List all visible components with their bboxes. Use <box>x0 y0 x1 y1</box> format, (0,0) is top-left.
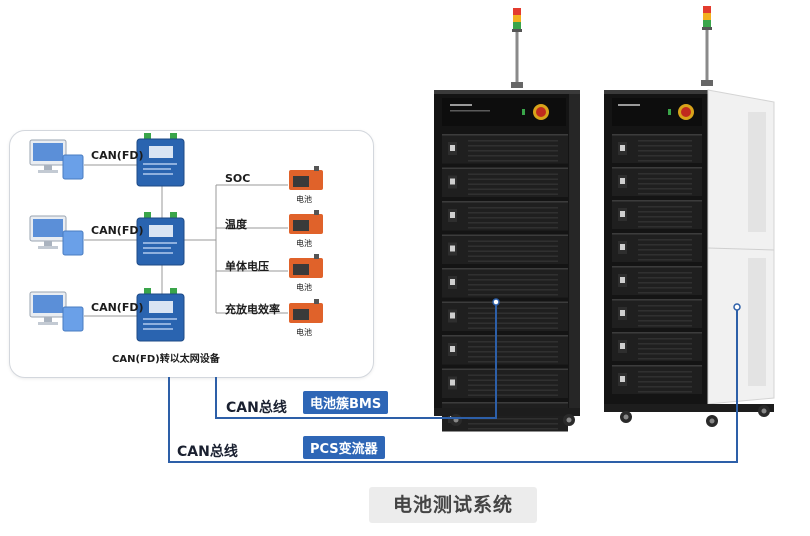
network-connections <box>84 164 288 317</box>
battery-cluster-cabinet <box>434 8 580 432</box>
can-bus-label-upper: CAN总线 <box>226 400 287 416</box>
computer-icon <box>29 215 84 256</box>
battery-icon <box>289 254 323 278</box>
rack-module <box>442 368 568 398</box>
can-fd-link-label: CAN(FD) <box>91 301 144 314</box>
rack-module <box>442 402 568 432</box>
rack-module <box>442 134 568 164</box>
pcs-module-stack <box>612 134 702 394</box>
can-converter-icon <box>136 288 185 342</box>
output-label-temperature: 温度 <box>225 218 247 231</box>
can-fd-link-label: CAN(FD) <box>91 149 144 162</box>
battery-icon <box>289 299 323 323</box>
rack-module <box>442 335 568 365</box>
can-converter-icon <box>136 212 185 266</box>
rack-module <box>442 234 568 264</box>
computer-icon <box>29 291 84 332</box>
battery-module-stack <box>442 134 568 432</box>
pcs-cabinet <box>604 6 775 427</box>
battery-icon <box>289 210 323 234</box>
can-bus-label-lower: CAN总线 <box>177 444 238 460</box>
output-label-soc: SOC <box>225 172 251 185</box>
output-label-efficiency: 充放电效率 <box>225 303 280 316</box>
output-label-cell-voltage: 单体电压 <box>225 260 269 273</box>
battery-label: 电池 <box>296 283 312 292</box>
can-converter-icon <box>136 133 185 187</box>
system-caption: 电池测试系统 <box>369 487 537 523</box>
rack-module <box>442 268 568 298</box>
battery-label: 电池 <box>296 239 312 248</box>
can-fd-link-label: CAN(FD) <box>91 224 144 237</box>
rack-module <box>442 201 568 231</box>
computer-icon <box>29 139 84 180</box>
device-caption: CAN(FD)转以太网设备 <box>112 354 220 365</box>
pcs-tag: PCS变流器 <box>303 436 385 459</box>
battery-label: 电池 <box>296 195 312 204</box>
bms-tag: 电池簇BMS <box>303 391 389 414</box>
rack-module <box>442 301 568 331</box>
battery-label: 电池 <box>296 328 312 337</box>
can-bus-lines <box>168 302 738 463</box>
rack-module <box>442 167 568 197</box>
battery-icon <box>289 166 323 190</box>
